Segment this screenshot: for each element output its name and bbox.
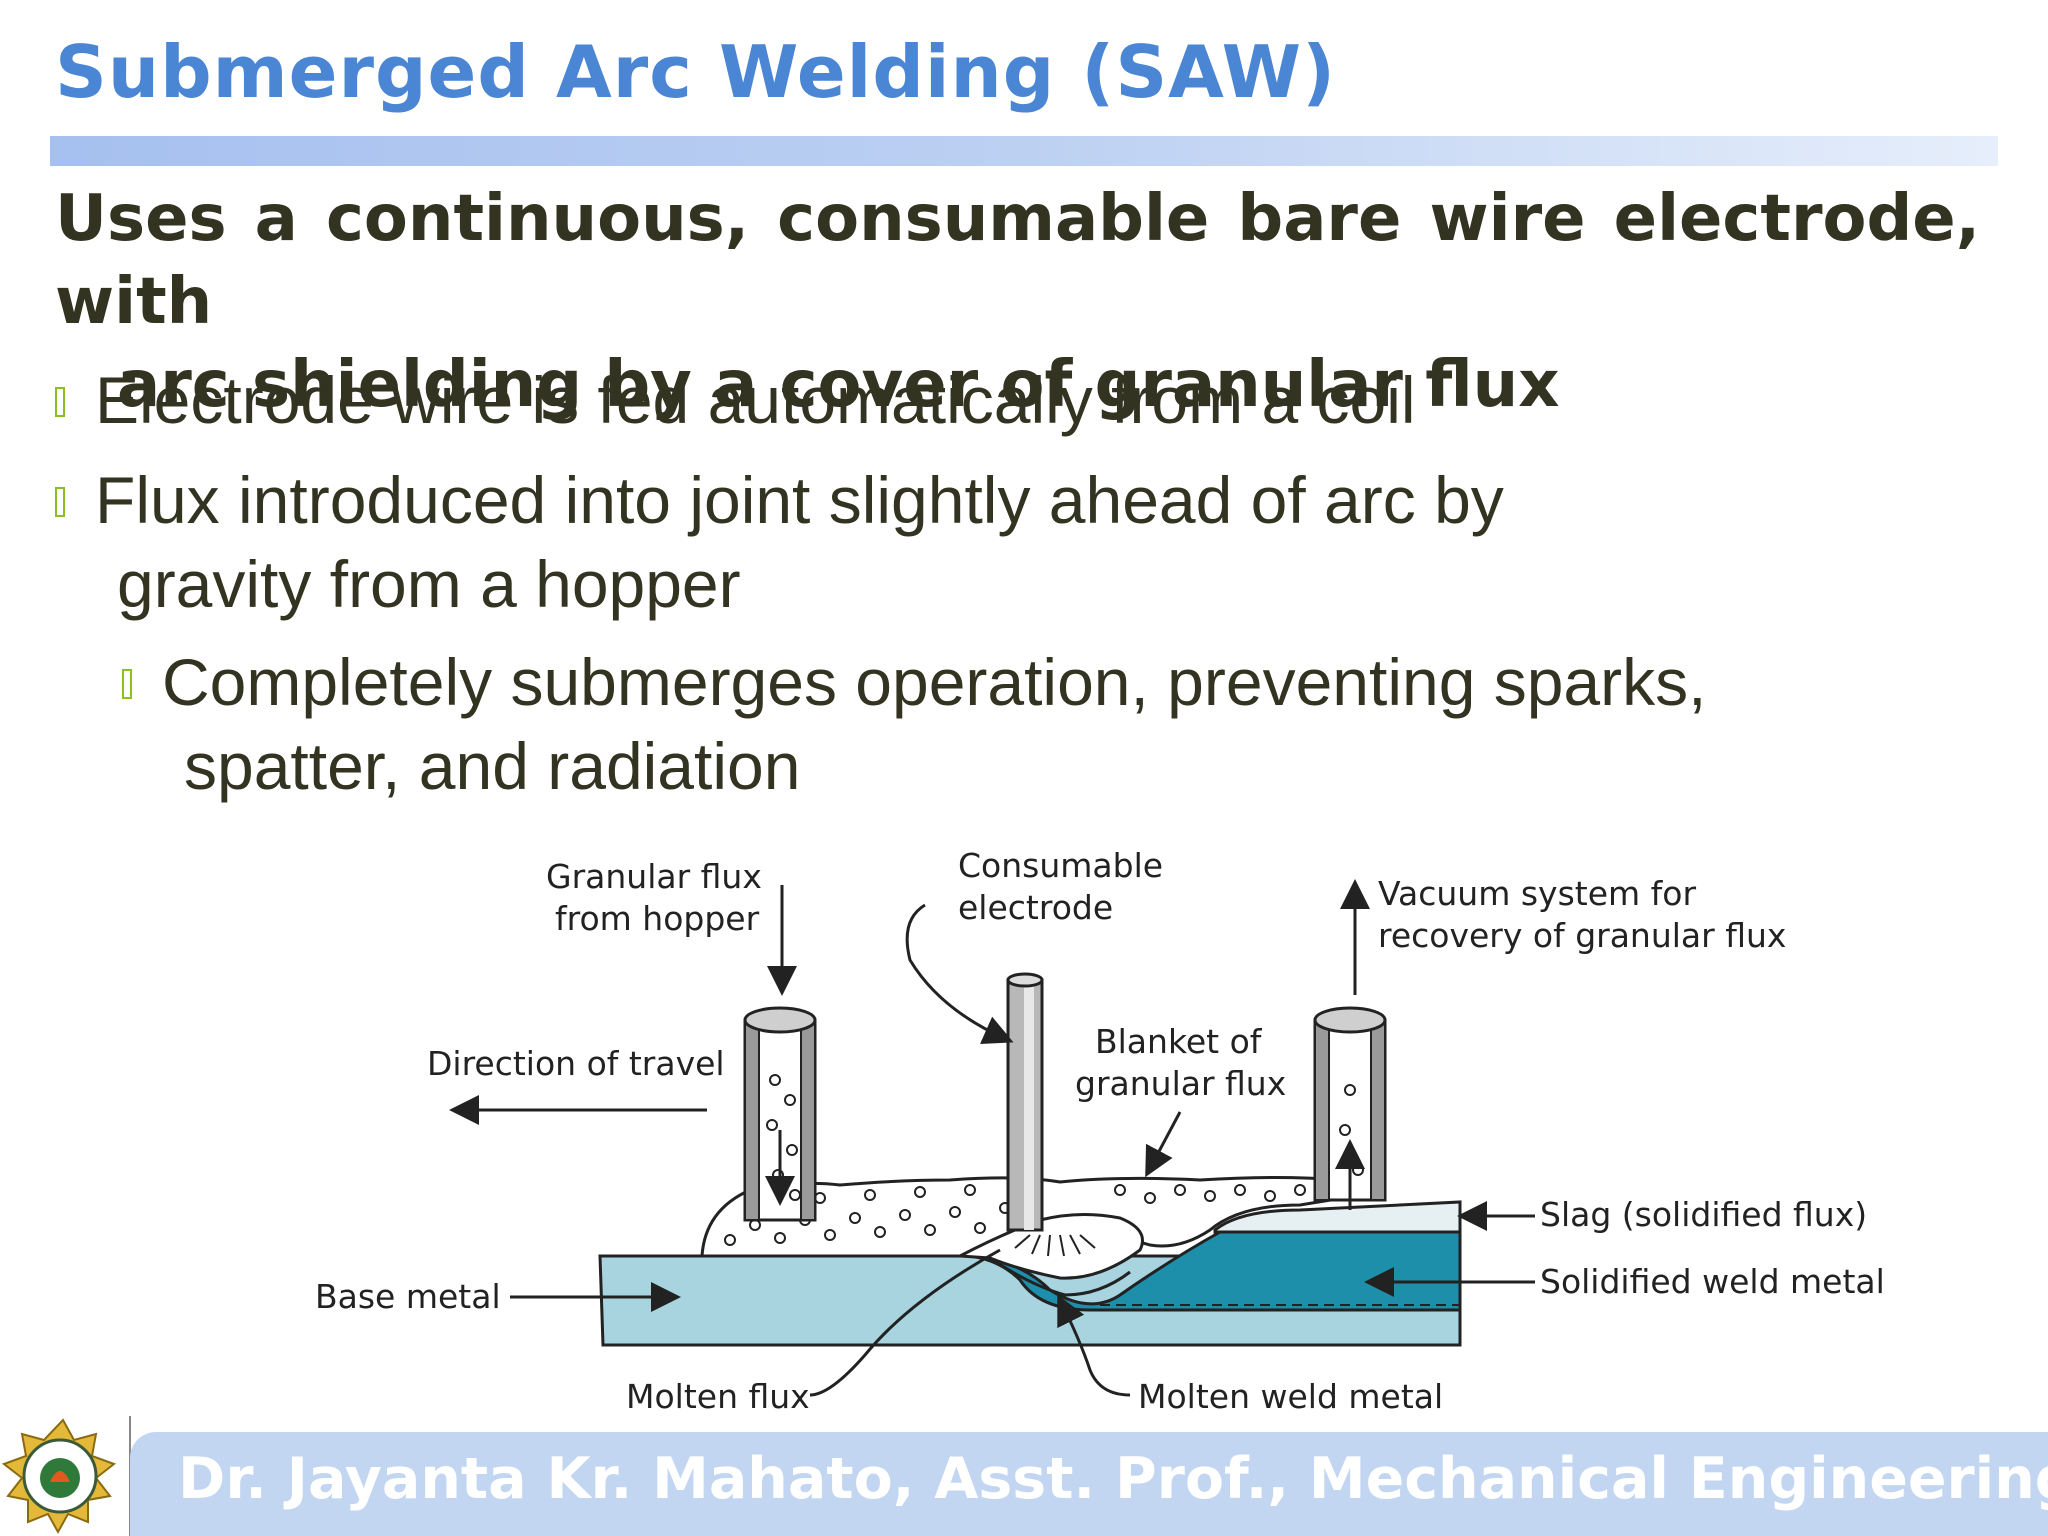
consumable-electrode [1006,972,1044,1232]
label-blanket-1: Blanket of [1095,1022,1263,1061]
label-molten-weld-metal: Molten weld metal [1138,1377,1443,1416]
vacuum-recovery-tube [1313,1006,1387,1202]
bullet-marker-icon [55,486,65,517]
slide-title: Submerged Arc Welding (SAW) [55,30,1336,114]
bullet-text: Electrode wire is fed automatically from… [95,363,1416,437]
label-granular-flux-2: from hopper [555,899,760,938]
footer-author: Dr. Jayanta Kr. Mahato, Asst. Prof., Mec… [178,1446,2048,1512]
bullet-marker-icon [122,668,132,699]
lead-line-2: arc shielding by a cover of granular flu… [117,348,1560,422]
label-slag: Slag (solidified flux) [1540,1195,1867,1234]
flux-hopper-tube [743,1006,817,1222]
lead-statement: Uses a continuous, consumable bare wire … [55,178,1980,427]
solidified-weld-metal [969,1230,1462,1312]
label-base-metal: Base metal [315,1277,501,1316]
label-vacuum-2: recovery of granular flux [1378,916,1786,955]
label-consumable-1: Consumable [958,846,1163,885]
label-molten-flux: Molten flux [626,1377,810,1416]
bullet-text: Flux introduced into joint slightly ahea… [95,463,1504,537]
university-seal-logo [2,1418,117,1535]
footer-banner: Dr. Jayanta Kr. Mahato, Asst. Prof., Mec… [130,1432,2048,1536]
label-direction-of-travel: Direction of travel [427,1044,725,1083]
label-consumable-2: electrode [958,888,1113,927]
label-granular-flux-1: Granular flux [546,857,762,896]
bullet-text-continued: spatter, and radiation [184,729,801,803]
bullet-flux-introduction: Flux introduced into joint slightly ahea… [55,458,1504,626]
title-underline-bar [50,136,1998,166]
bullet-electrode-feed: Electrode wire is fed automatically from… [55,358,1416,442]
sub-bullet-submerges: Completely submerges operation, preventi… [122,640,1706,808]
label-blanket-2: granular flux [1075,1064,1286,1103]
bullet-marker-icon [55,386,65,417]
saw-process-diagram: Granular flux from hopper Consumable ele… [315,846,1885,1416]
bullet-text: Completely submerges operation, preventi… [162,645,1707,719]
bullet-text-continued: gravity from a hopper [117,547,741,621]
label-vacuum-1: Vacuum system for [1378,874,1696,913]
arc-rays [1014,1234,1096,1257]
lead-line-1: Uses a continuous, consumable bare wire … [55,182,1980,339]
label-solidified-weld-metal: Solidified weld metal [1540,1262,1885,1301]
